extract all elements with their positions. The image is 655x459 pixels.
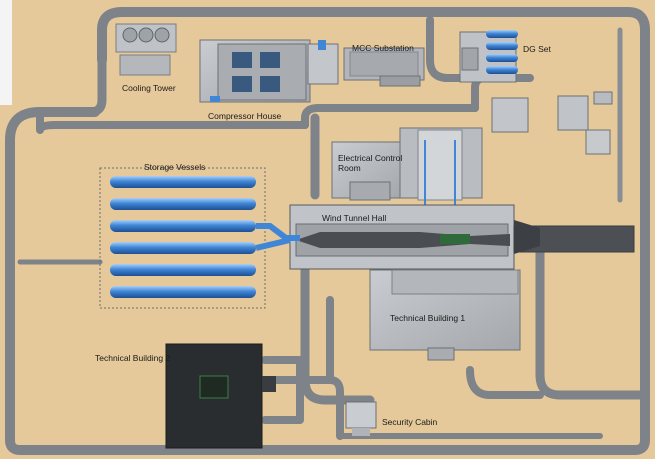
electrical-control-room [331,127,483,205]
label-compressor-house: Compressor House [208,111,282,121]
security-cabin [345,401,377,436]
label-security-cabin: Security Cabin [382,417,438,427]
wind-tunnel-hall [289,204,635,270]
storage-vessels [99,167,300,309]
label-technical-building-2: Technical Building 2 [95,353,171,363]
technical-building-2 [165,343,276,449]
mcc-substation [343,47,425,87]
label-electrical-control-room: Electrical Control Room [338,153,403,173]
road-network [5,7,650,455]
label-dg-set: DG Set [523,44,551,54]
compressor-house [199,39,339,103]
label-mcc-substation: MCC Substation [352,43,414,53]
label-cooling-tower: Cooling Tower [122,83,176,93]
label-wind-tunnel-hall: Wind Tunnel Hall [322,213,387,223]
technical-building-1 [369,269,521,361]
cooling-tower [115,23,177,76]
label-storage-vessels: Storage Vessels [144,162,206,172]
dg-set [459,30,613,155]
label-technical-building-1: Technical Building 1 [390,313,466,323]
